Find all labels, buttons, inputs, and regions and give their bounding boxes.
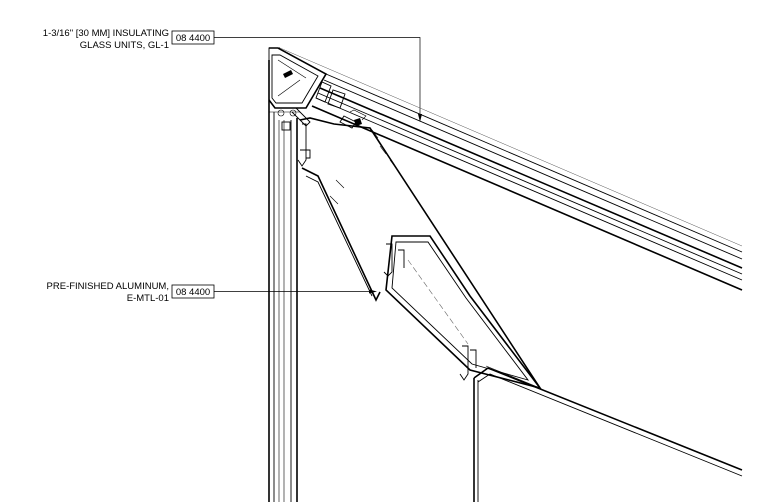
leader-line-insulating-glass — [214, 37, 421, 118]
lower-frame — [473, 365, 743, 502]
vertical-mullion — [268, 47, 300, 502]
sloped-insulating-glass — [279, 47, 743, 291]
note-insulating-glass: 1-3/16" [30 MM] INSULATING GLASS UNITS, … — [43, 28, 422, 122]
apex-corner-block — [268, 47, 328, 127]
note-insulating-glass-line-2: GLASS UNITS, GL-1 — [80, 40, 169, 51]
aluminum-panel — [297, 117, 543, 390]
note-insulating-glass-line-1: 1-3/16" [30 MM] INSULATING — [43, 28, 169, 39]
glazing-clip — [354, 118, 362, 126]
spec-tag-insulating-glass: 08 4400 — [176, 33, 210, 44]
leader-arrowhead — [418, 114, 422, 122]
setting-block — [283, 70, 293, 78]
note-aluminum-line-2: E-MTL-01 — [127, 293, 169, 304]
note-aluminum: PRE-FINISHED ALUMINUM, E-MTL-01 08 4400 — [47, 281, 377, 304]
spec-tag-aluminum: 08 4400 — [176, 287, 210, 298]
note-aluminum-line-1: PRE-FINISHED ALUMINUM, — [47, 281, 169, 292]
